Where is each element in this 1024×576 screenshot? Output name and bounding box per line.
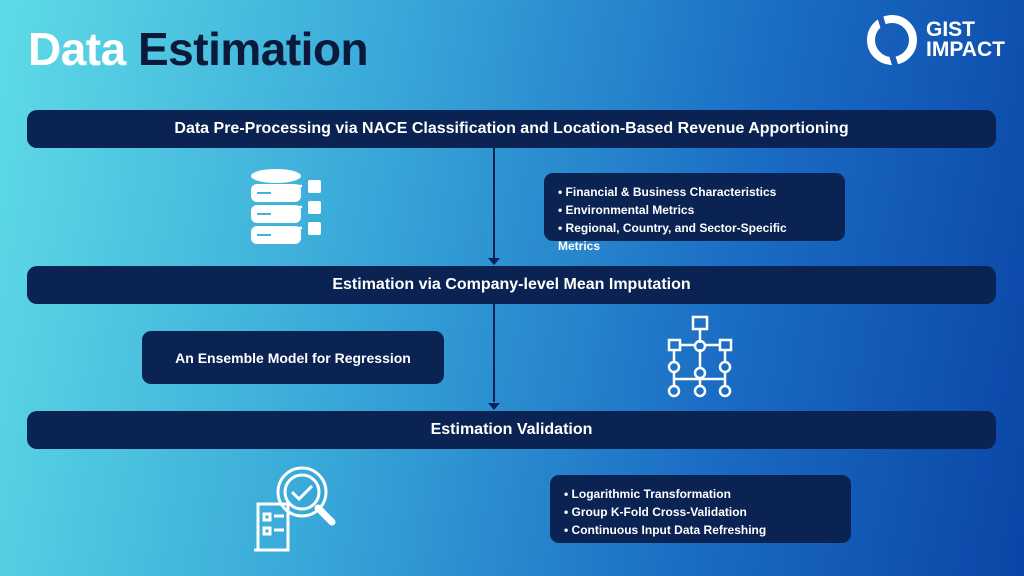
validation-search-icon [254,466,336,552]
step-bar-preprocessing: Data Pre-Processing via NACE Classificat… [27,110,996,148]
title-part1: Data [28,23,126,75]
arrow-icon [488,258,500,265]
list-item: Financial & Business Characteristics [558,183,831,201]
step-bar-imputation: Estimation via Company-level Mean Imputa… [27,266,996,304]
list-item: Logarithmic Transformation [564,485,837,503]
list-item: Regional, Country, and Sector-Specific M… [558,219,831,255]
network-diagram-icon [667,315,733,398]
list-item: Environmental Metrics [558,201,831,219]
list-item: Continuous Input Data Refreshing [564,521,837,539]
database-icon [251,169,321,244]
ensemble-model-box: An Ensemble Model for Regression [142,331,444,384]
logo-line2: IMPACT [926,38,1005,61]
list-item: Group K-Fold Cross-Validation [564,503,837,521]
arrow-icon [488,403,500,410]
title-part2: Estimation [138,23,369,75]
step-bar-validation: Estimation Validation [27,411,996,449]
logo-icon [867,15,917,68]
logo-line1: GIST [926,18,976,41]
page-title: Data Estimation [28,22,369,76]
step3-validation-box: Logarithmic TransformationGroup K-Fold C… [550,475,851,543]
step1-metrics-box: Financial & Business CharacteristicsEnvi… [544,173,845,253]
connector-line [493,304,495,402]
connector-line [493,148,495,258]
